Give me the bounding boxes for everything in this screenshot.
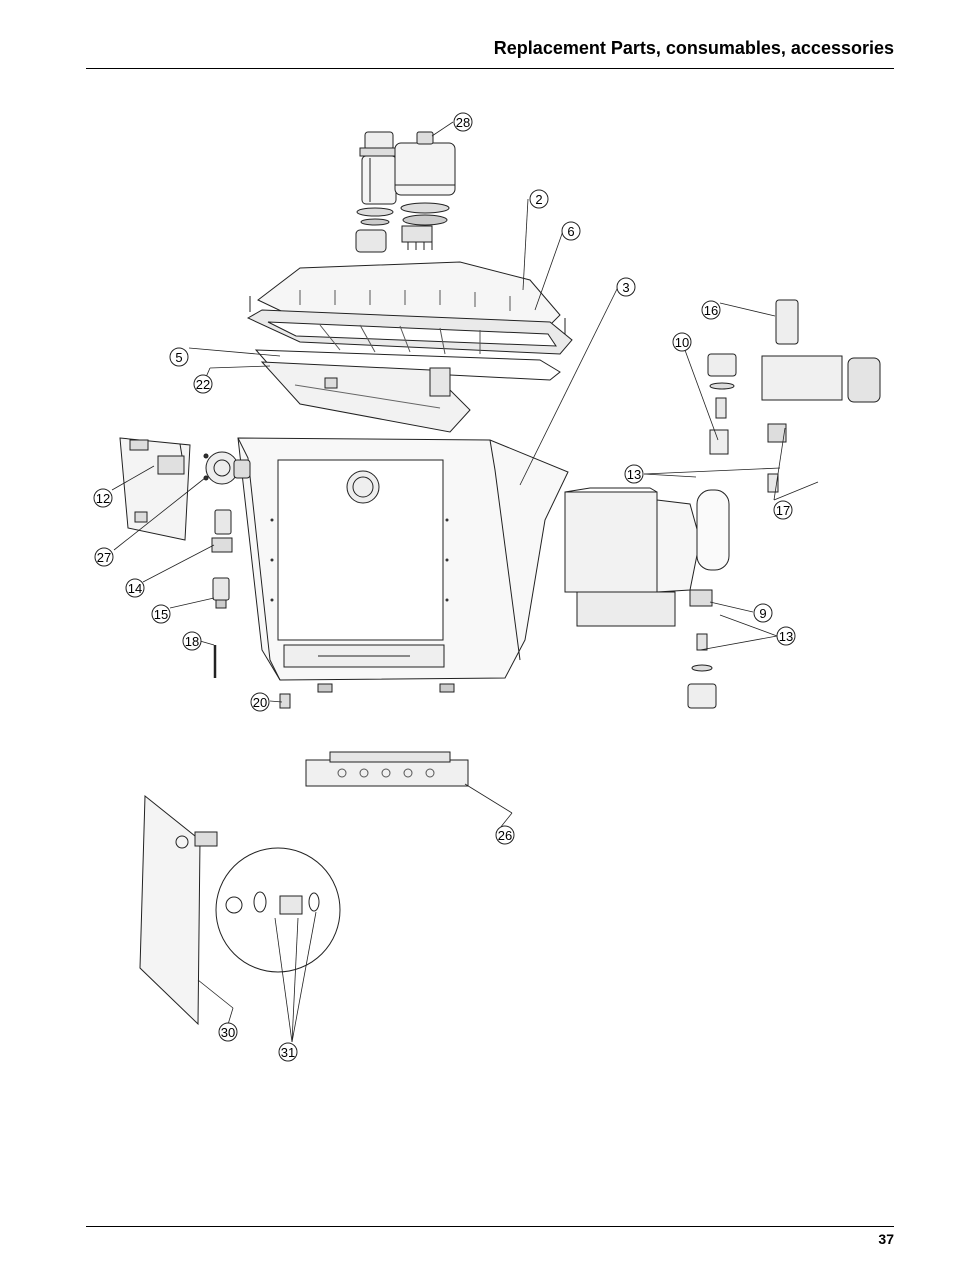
callout-2: 2 [529, 189, 549, 209]
solenoid-valve [707, 299, 881, 493]
svg-text:17: 17 [776, 503, 790, 518]
svg-text:5: 5 [175, 350, 182, 365]
callout-22: 22 [193, 374, 213, 394]
callout-28: 28 [453, 112, 473, 132]
svg-text:6: 6 [567, 224, 574, 239]
callout-9: 9 [753, 603, 773, 623]
callout-17: 17 [773, 500, 793, 520]
enclosure-body [237, 437, 569, 693]
svg-text:18: 18 [185, 634, 199, 649]
svg-text:20: 20 [253, 695, 267, 710]
top-cap-assembly [355, 131, 456, 253]
callout-27: 27 [94, 547, 114, 567]
connector-flange [203, 451, 251, 485]
svg-text:12: 12 [96, 491, 110, 506]
callout-16: 16 [701, 300, 721, 320]
left-fittings [211, 509, 291, 709]
callout-13-bottom: 13 [776, 626, 796, 646]
callouts: 28 2 6 3 16 10 5 22 13 17 12 27 14 15 9 … [93, 112, 796, 1062]
back-panel [139, 794, 218, 1026]
callout-15: 15 [151, 604, 171, 624]
svg-text:13: 13 [627, 467, 641, 482]
header-rule [86, 68, 894, 69]
enclosure-lid [246, 261, 573, 355]
callout-5: 5 [169, 347, 189, 367]
svg-text:30: 30 [221, 1025, 235, 1040]
svg-text:27: 27 [97, 550, 111, 565]
callout-31: 31 [278, 1042, 298, 1062]
pump-assembly [564, 487, 730, 709]
left-circuit-board [119, 437, 191, 541]
callout-14: 14 [125, 578, 145, 598]
detail-magnifier [215, 847, 341, 973]
svg-text:14: 14 [128, 581, 142, 596]
callout-10: 10 [672, 332, 692, 352]
callout-18: 18 [182, 631, 202, 651]
svg-text:31: 31 [281, 1045, 295, 1060]
svg-text:15: 15 [154, 607, 168, 622]
callout-13-top: 13 [624, 464, 644, 484]
svg-text:26: 26 [498, 828, 512, 843]
callout-3: 3 [616, 277, 636, 297]
svg-text:10: 10 [675, 335, 689, 350]
svg-text:13: 13 [779, 629, 793, 644]
footer-rule [86, 1226, 894, 1227]
page-number: 37 [878, 1231, 894, 1247]
chassis-plate [260, 361, 471, 433]
callout-30: 30 [218, 1022, 238, 1042]
page-header-title: Replacement Parts, consumables, accessor… [493, 38, 894, 58]
svg-text:3: 3 [622, 280, 629, 295]
manifold-bar [305, 751, 469, 787]
svg-text:9: 9 [759, 606, 766, 621]
svg-text:16: 16 [704, 303, 718, 318]
callout-26: 26 [495, 825, 515, 845]
callout-20: 20 [250, 692, 270, 712]
callout-12: 12 [93, 488, 113, 508]
callout-6: 6 [561, 221, 581, 241]
svg-text:22: 22 [196, 377, 210, 392]
svg-text:28: 28 [456, 115, 470, 130]
svg-text:2: 2 [535, 192, 542, 207]
